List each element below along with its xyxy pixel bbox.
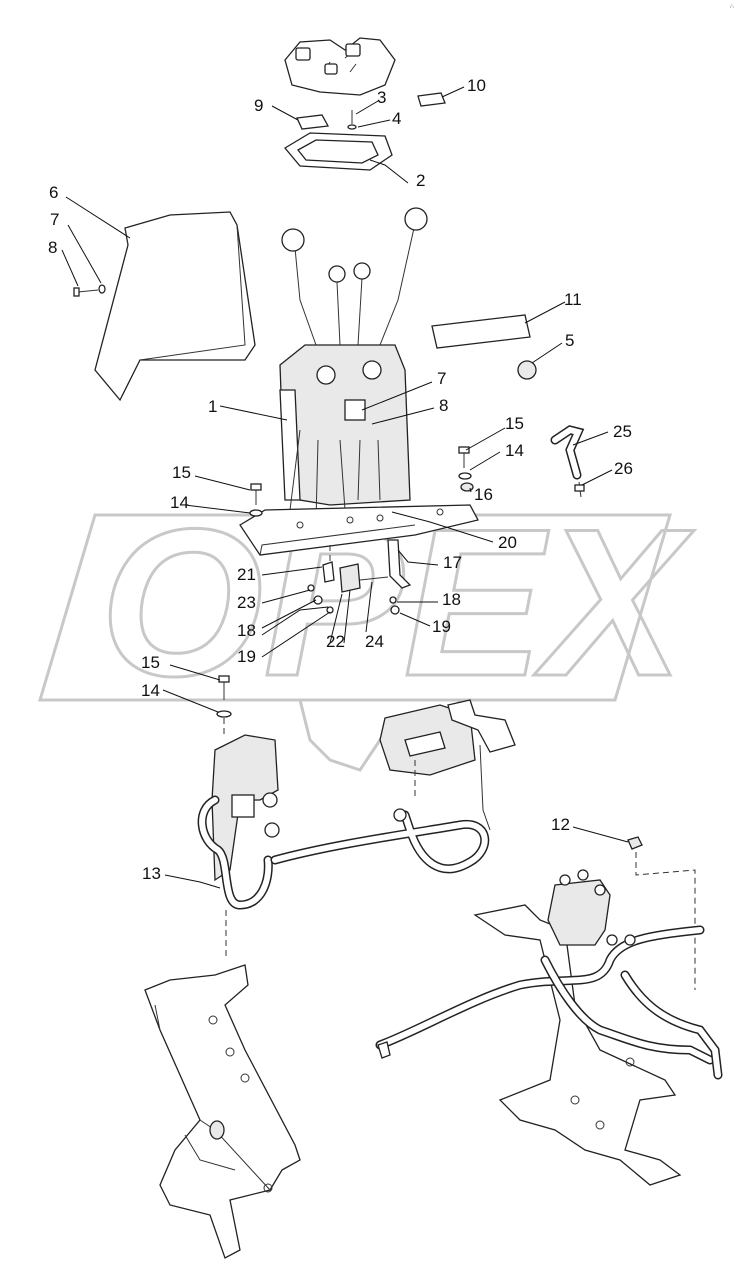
callout-9: 9	[254, 96, 263, 115]
screw-15-left	[249, 483, 263, 517]
callout-8-left: 8	[48, 238, 57, 257]
callout-1: 1	[208, 397, 217, 416]
callout-15-lower: 15	[141, 653, 160, 672]
lever-shield	[94, 211, 256, 402]
callout-12: 12	[551, 815, 570, 834]
callout-10: 10	[467, 76, 486, 95]
drain-hose-25	[550, 425, 585, 498]
callout-22: 22	[326, 632, 345, 651]
callout-18-left: 18	[237, 621, 256, 640]
callout-24: 24	[365, 632, 384, 651]
callout-21: 21	[237, 565, 256, 584]
callout-14-lower: 14	[141, 681, 160, 700]
knob-5	[517, 360, 537, 380]
callout-5: 5	[565, 331, 574, 350]
callout-15-left: 15	[172, 463, 191, 482]
callout-7-right: 7	[437, 369, 446, 388]
callout-3: 3	[377, 88, 386, 107]
callout-25: 25	[613, 422, 632, 441]
callout-8-right: 8	[439, 396, 448, 415]
callout-15-right: 15	[505, 414, 524, 433]
nut-12	[627, 836, 696, 990]
callout-18-right: 18	[442, 590, 461, 609]
pedal-valve-assembly	[197, 734, 490, 910]
callout-4: 4	[392, 109, 401, 128]
decal-11	[431, 314, 531, 349]
control-cover-top	[284, 37, 396, 96]
screw-3	[347, 110, 357, 130]
corner-mark: ∴	[730, 4, 734, 10]
chassis-frame-left	[144, 910, 301, 1259]
callout-19-left: 19	[237, 647, 256, 666]
chassis-frame-right	[375, 869, 723, 1186]
callout-7-left: 7	[50, 210, 59, 229]
pedal-bracket	[379, 699, 516, 831]
control-valve-assembly	[239, 207, 479, 556]
label-plate-10	[417, 92, 446, 107]
callout-6: 6	[49, 183, 58, 202]
callout-26: 26	[614, 459, 633, 478]
callout-16: 16	[474, 485, 493, 504]
callout-13: 13	[142, 864, 161, 883]
leader-lines	[61, 86, 629, 889]
callout-14-right: 14	[505, 441, 524, 460]
callout-2: 2	[416, 171, 425, 190]
callout-14-left: 14	[170, 493, 189, 512]
callout-23: 23	[237, 593, 256, 612]
screw-15-lower	[216, 675, 232, 738]
callout-17: 17	[443, 553, 462, 572]
callout-labels: 2 3 4 5 6 7 7 8 8 9 10 11 12 13 14 14 14…	[48, 76, 633, 883]
label-plate-9	[296, 114, 330, 130]
screw-8-left	[73, 284, 106, 297]
callout-11: 11	[564, 290, 582, 309]
boot-plate	[284, 132, 393, 171]
callout-20: 20	[498, 533, 517, 552]
linkage-parts	[307, 539, 412, 615]
callout-19-right: 19	[432, 617, 451, 636]
